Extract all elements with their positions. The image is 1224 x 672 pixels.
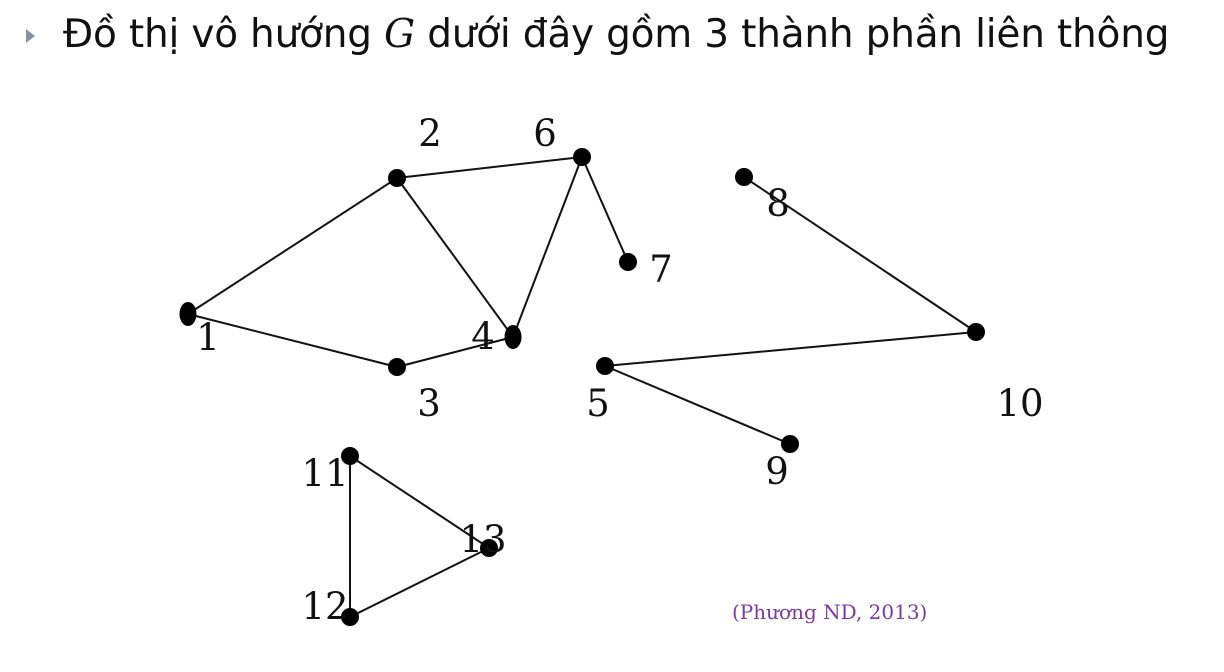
vertex-label-9: 9 — [765, 450, 789, 493]
vertex-label-1: 1 — [196, 316, 220, 359]
vertex-12 — [341, 608, 359, 626]
vertices-layer — [179, 148, 985, 626]
vertex-label-6: 6 — [533, 112, 557, 155]
vertex-label-12: 12 — [301, 585, 348, 628]
vertex-label-11: 11 — [301, 452, 348, 495]
vertex-6 — [573, 148, 591, 166]
heading-text-after: dưới đây gồm 3 thành phần liên thông — [415, 12, 1170, 57]
edge-2-6 — [396, 156, 583, 179]
vertex-2 — [388, 169, 406, 187]
vertex-label-7: 7 — [649, 248, 673, 291]
vertex-8 — [735, 168, 753, 186]
edge-6-4 — [512, 156, 583, 338]
vertex-label-4: 4 — [471, 315, 495, 358]
vertex-label-13: 13 — [459, 518, 506, 561]
triangle-right-icon — [26, 28, 35, 43]
edge-10-5 — [604, 331, 977, 367]
heading-variable: G — [384, 12, 415, 57]
slide-heading: Đồ thị vô hướng G dưới đây gồm 3 thành p… — [26, 12, 1169, 57]
vertex-9 — [781, 435, 799, 453]
edge-8-10 — [743, 176, 977, 333]
heading-text: Đồ thị vô hướng G dưới đây gồm 3 thành p… — [63, 12, 1169, 57]
vertex-10 — [967, 323, 985, 341]
vertex-5 — [596, 357, 614, 375]
vertex-1 — [179, 302, 197, 326]
vertex-13 — [480, 539, 498, 557]
edge-1-3 — [187, 313, 398, 368]
vertex-3 — [388, 358, 406, 376]
vertex-label-5: 5 — [586, 382, 610, 425]
edge-1-2 — [187, 177, 398, 315]
heading-text-before: Đồ thị vô hướng — [63, 12, 385, 57]
citation: (Phương ND, 2013) — [732, 600, 928, 624]
vertex-11 — [341, 447, 359, 465]
edge-12-13 — [349, 547, 490, 618]
edge-3-4 — [396, 336, 514, 368]
vertex-label-10: 10 — [996, 382, 1043, 425]
vertex-label-3: 3 — [417, 382, 441, 425]
edge-5-9 — [604, 365, 791, 445]
vertex-label-2: 2 — [418, 112, 442, 155]
edges-layer — [187, 156, 977, 618]
vertex-label-8: 8 — [766, 182, 790, 225]
vertex-7 — [619, 253, 637, 271]
edge-2-4 — [396, 177, 514, 338]
edge-11-13 — [349, 455, 490, 549]
vertex-4 — [504, 325, 522, 349]
edge-6-7 — [581, 156, 629, 263]
